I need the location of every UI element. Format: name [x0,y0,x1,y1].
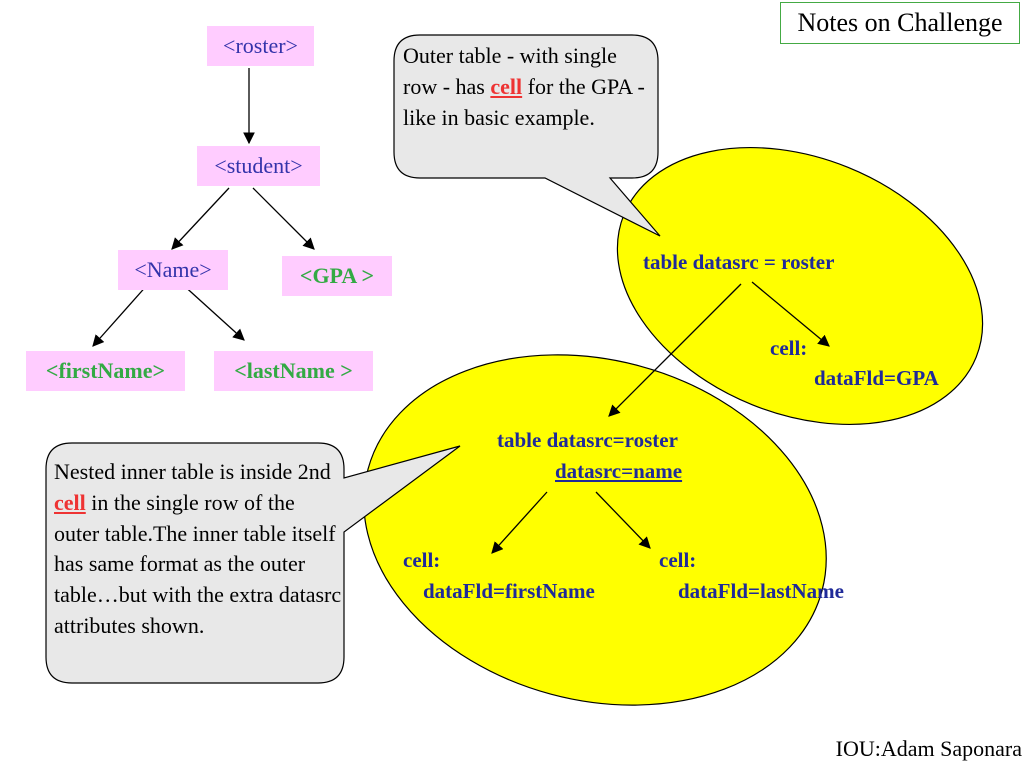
notes-title-box: Notes on Challenge [780,2,1020,44]
ellipse-inner-table [363,354,827,706]
node-roster: <roster> [207,26,314,66]
node-name: <Name> [118,250,228,290]
callout-bottom-text-after: in the single row of the outer table.The… [54,489,342,638]
callout-top-cell-word: cell [490,73,523,99]
inner-table-label: table datasrc=roster [497,428,678,452]
arrow-student-name [171,187,230,250]
arrow-student-gpa [252,187,315,250]
outer-table-label: table datasrc = roster [643,250,835,274]
inner-datasrc-label: datasrc=name [555,459,683,483]
arrow-name-firstname [92,282,150,347]
inner-cell-left-label: cell: [403,548,441,572]
node-gpa: <GPA > [282,256,392,296]
inner-field-left-label: dataFld=firstName [423,579,595,603]
callout-bottom-cell-word: cell [54,489,86,515]
callout-top-text-after: for the GPA - like in basic example. [403,73,645,130]
callout-top-text: Outer table - with single row - has cell… [403,41,655,133]
author-credit: IOU:Adam Saponara [835,736,1022,761]
outer-field-label: dataFld=GPA [814,366,939,390]
callout-bottom-text-before: Nested inner table is inside 2nd [54,459,331,484]
arrow-outer-to-inner-table [608,283,742,417]
inner-field-right-label: dataFld=lastName [678,579,844,603]
callout-bottom-text: Nested inner table is inside 2nd cell in… [54,457,342,642]
callout-top-shape [393,34,661,237]
node-firstname: <firstName> [26,351,185,391]
inner-cell-right-label: cell: [659,548,697,572]
arrow-name-lastname [180,282,245,341]
arrow-inner-to-firstname-cell [491,491,548,554]
arrow-outer-to-gpa-cell [751,281,830,347]
arrow-inner-to-lastname-cell [595,491,651,549]
outer-cell-label: cell: [770,336,808,360]
node-student: <student> [197,146,320,186]
callout-bottom-shape [45,442,461,684]
callout-top-text-before: Outer table - with single row - has [403,43,617,99]
node-lastname: <lastName > [214,351,373,391]
